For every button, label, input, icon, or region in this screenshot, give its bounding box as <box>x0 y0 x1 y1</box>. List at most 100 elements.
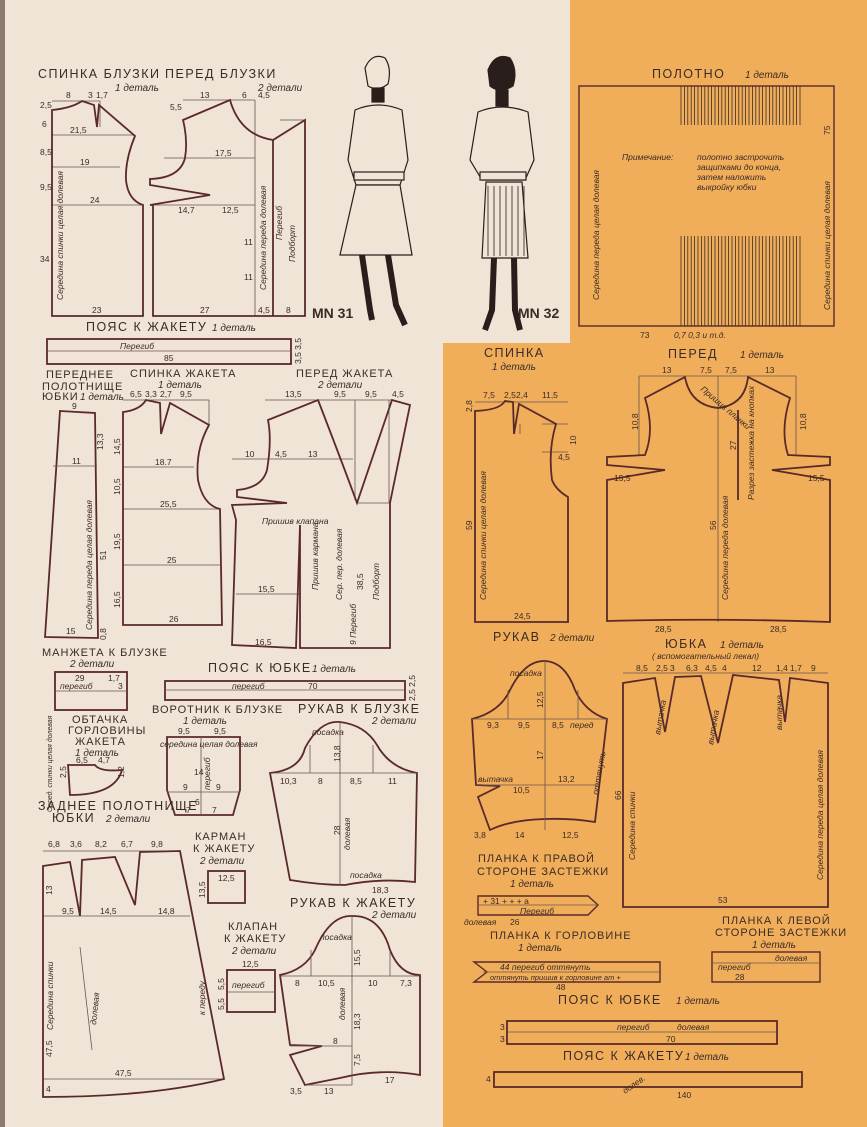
count: 2 детали <box>317 380 363 391</box>
grain-label: Середина переда целая долевая <box>84 500 94 630</box>
measure: 13,5 <box>197 881 207 898</box>
measure: 3 <box>500 1034 505 1044</box>
title: ПЛАНКА К ЛЕВОЙ <box>722 914 831 927</box>
blouse-front-piece: ПЕРЕД БЛУЗКИ 2 детали 13 6 4,5 5,5 17,5 … <box>149 67 306 317</box>
orange-background <box>443 0 867 1127</box>
measure: 14,5 <box>100 906 117 916</box>
measure: 9 <box>183 782 188 792</box>
measure: 17,5 <box>215 148 232 158</box>
grain-label: Середина переда целая долевая <box>815 750 825 880</box>
measure: 2,8 <box>464 400 474 412</box>
measure: 15,5 <box>352 949 362 966</box>
title: ЮБКА <box>665 637 707 651</box>
measure: 48 <box>556 982 566 992</box>
count: 1 деталь <box>158 380 202 391</box>
measure: 2,5 <box>504 390 516 400</box>
measure: 14,8 <box>158 906 175 916</box>
measure: 4,7 <box>98 755 110 765</box>
blouse-back-grain: Середина спинки целая долевая <box>55 171 65 300</box>
measure: 10,8 <box>630 413 640 430</box>
title: ГОРЛОВИНЫ <box>68 725 146 737</box>
grain-label: Середина спинки <box>45 961 55 1030</box>
marks: + 31 + + + а <box>483 896 529 906</box>
blouse-front-grain: Середина переда долевая <box>258 185 268 290</box>
measure: 7,5 <box>483 390 495 400</box>
measure: 13 <box>662 365 672 375</box>
measure: 9,5 <box>178 726 190 736</box>
measure: 9 <box>811 663 816 673</box>
measure: 7,5 <box>725 365 737 375</box>
title: ПОЛОТНИЩЕ <box>42 381 123 393</box>
title: РУКАВ <box>493 630 540 644</box>
measure: 23 <box>92 305 102 315</box>
measure: 5,5 <box>216 978 226 990</box>
measure: 11,5 <box>542 390 558 400</box>
title: МАНЖЕТА К БЛУЗКЕ <box>42 647 168 659</box>
measure: 8,2 <box>95 839 107 849</box>
grain-label: долевая <box>342 817 352 850</box>
flap-label: Пришив клапана <box>262 516 329 526</box>
measure: 3,6 <box>70 839 82 849</box>
bottom-label: оттянуть пришив к горловине ат + <box>490 973 621 982</box>
measure: 13,5 <box>285 389 302 399</box>
placket-neck-piece: ПЛАНКА К ГОРЛОВИНЕ 1 деталь 44 перегиб о… <box>471 930 661 992</box>
fold-label: перегиб <box>617 1022 651 1032</box>
measure: 75 <box>822 125 832 135</box>
measure: 11 <box>388 776 397 786</box>
measure: 6,5 <box>76 755 88 765</box>
title: СТОРОНЕ ЗАСТЕЖКИ <box>715 927 847 939</box>
jacket-sleeve-piece: РУКАВ К ЖАКЕТУ 2 детали посадка 15,5 8 1… <box>278 896 421 1096</box>
title: ОБТАЧКА <box>72 714 128 726</box>
title: РУКАВ К ЖАКЕТУ <box>290 896 416 910</box>
jacket-belt-count: 1 деталь <box>212 323 256 334</box>
measure: 10,5 <box>318 978 335 988</box>
measure: 10 <box>568 435 578 445</box>
count: 1 деталь <box>183 716 227 727</box>
measure: 5,5 <box>216 998 226 1010</box>
measure: 10,5 <box>513 785 530 795</box>
grain-label: Середина переда целая долевая <box>591 170 601 300</box>
dart-label: вытачка <box>774 695 784 730</box>
measure: 10,3 <box>280 776 297 786</box>
measure: 13,8 <box>332 745 342 762</box>
dress-front-piece: ПЕРЕД 1 деталь 13 7,5 7,5 13 10,8 10,8 1… <box>606 347 831 634</box>
dress-back-piece: СПИНКА 1 деталь 7,5 2,5 2,4 11,5 2,8 59 … <box>464 346 578 623</box>
measure: 3 <box>670 663 675 673</box>
jacket-belt-piece: ПОЯС К ЖАКЕТУ 1 деталь Перегиб 85 3,5 3,… <box>46 320 303 365</box>
fold-label: Перегиб <box>120 341 155 351</box>
side-label: к переду <box>197 980 207 1015</box>
jacket-belt-title: ПОЯС К ЖАКЕТУ <box>86 320 207 334</box>
measure: 19,5 <box>112 533 122 550</box>
measure: 3,3 <box>145 389 157 399</box>
measure: 26 <box>510 917 520 927</box>
figure-mn32-illustration <box>469 55 535 331</box>
panel-piece: ПОЛОТНО 1 деталь Примечание: полотно зас… <box>578 67 835 340</box>
count: 1 деталь <box>80 392 124 403</box>
fold-label: перегиб <box>232 681 266 691</box>
measure: 15,5 <box>808 473 825 483</box>
count: 1 деталь <box>752 940 796 951</box>
measure: 66 <box>613 790 623 800</box>
blouse-front-count: 2 детали <box>257 83 303 94</box>
measure: 3,5 3,5 <box>293 338 303 364</box>
count: 1 деталь <box>75 748 119 759</box>
count: 1 деталь <box>685 1052 729 1063</box>
measure: 17 <box>385 1075 395 1085</box>
measure: 8 <box>66 90 71 100</box>
measure: 2,5 <box>656 663 668 673</box>
measure: 25 <box>167 555 177 565</box>
model-number-mn32: MN 32 <box>518 305 559 321</box>
dart-label: вытачка <box>478 774 513 784</box>
measure: 6,5 <box>130 389 142 399</box>
measure: 13 <box>44 885 54 895</box>
measure: 9 <box>216 782 221 792</box>
measure: 4,5 <box>392 389 404 399</box>
measure: 1,4 <box>776 663 788 673</box>
measure: 10 <box>368 978 378 988</box>
title: КЛАПАН <box>228 921 278 933</box>
figure-mn31-illustration <box>339 55 413 327</box>
measure: 8,5 <box>40 147 52 157</box>
measure: 29 <box>75 673 85 683</box>
measure: 12,5 <box>222 205 239 215</box>
measure: 9,5 <box>40 182 52 192</box>
